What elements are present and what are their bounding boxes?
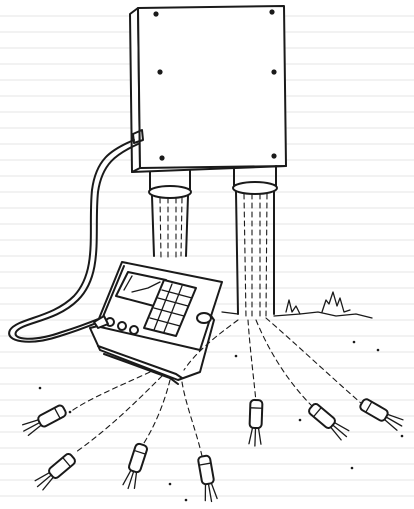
- conduit-right: [233, 166, 277, 320]
- junction-box: [130, 6, 286, 172]
- screw-icon: [271, 69, 276, 74]
- soil-sensor-probe-icon: [359, 398, 405, 431]
- soil-sensor-probe-icon: [122, 443, 148, 490]
- soil-sensor-probe-icon: [249, 400, 263, 446]
- screw-icon: [159, 155, 164, 160]
- soil-sensor-probe-icon: [21, 404, 67, 436]
- conduit-left: [149, 170, 191, 260]
- screw-icon: [153, 11, 158, 16]
- soil-sensor-probe-icon: [198, 455, 218, 502]
- screw-icon: [271, 153, 276, 158]
- data-logger-device: [90, 262, 222, 384]
- screw-icon: [269, 9, 274, 14]
- soil-sensor-probe-icon: [307, 402, 350, 441]
- screw-icon: [157, 69, 162, 74]
- soil-sensor-probe-icon: [34, 452, 77, 491]
